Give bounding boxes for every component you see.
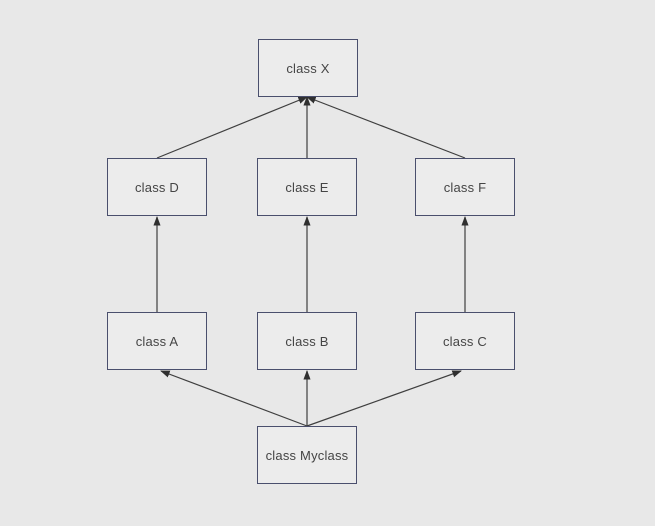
edge-d-to-x (156, 96, 308, 159)
node-class-b-label: class B (285, 333, 329, 349)
node-class-e-label: class E (285, 179, 329, 195)
node-class-c: class C (415, 312, 515, 370)
node-class-b: class B (257, 312, 357, 370)
node-class-myclass: class Myclass (257, 426, 357, 484)
node-class-a: class A (107, 312, 207, 370)
node-class-x-label: class X (286, 60, 330, 76)
node-class-myclass-label: class Myclass (265, 447, 349, 463)
node-class-d-label: class D (134, 179, 180, 195)
node-class-a-label: class A (135, 333, 179, 349)
node-class-f: class F (415, 158, 515, 216)
edge-myclass-to-a (160, 370, 308, 427)
edge-f-to-x (306, 96, 466, 159)
node-class-c-label: class C (442, 333, 488, 349)
node-class-f-label: class F (443, 179, 487, 195)
node-class-x: class X (258, 39, 358, 97)
node-class-d: class D (107, 158, 207, 216)
edge-myclass-to-c (306, 370, 462, 427)
node-class-e: class E (257, 158, 357, 216)
